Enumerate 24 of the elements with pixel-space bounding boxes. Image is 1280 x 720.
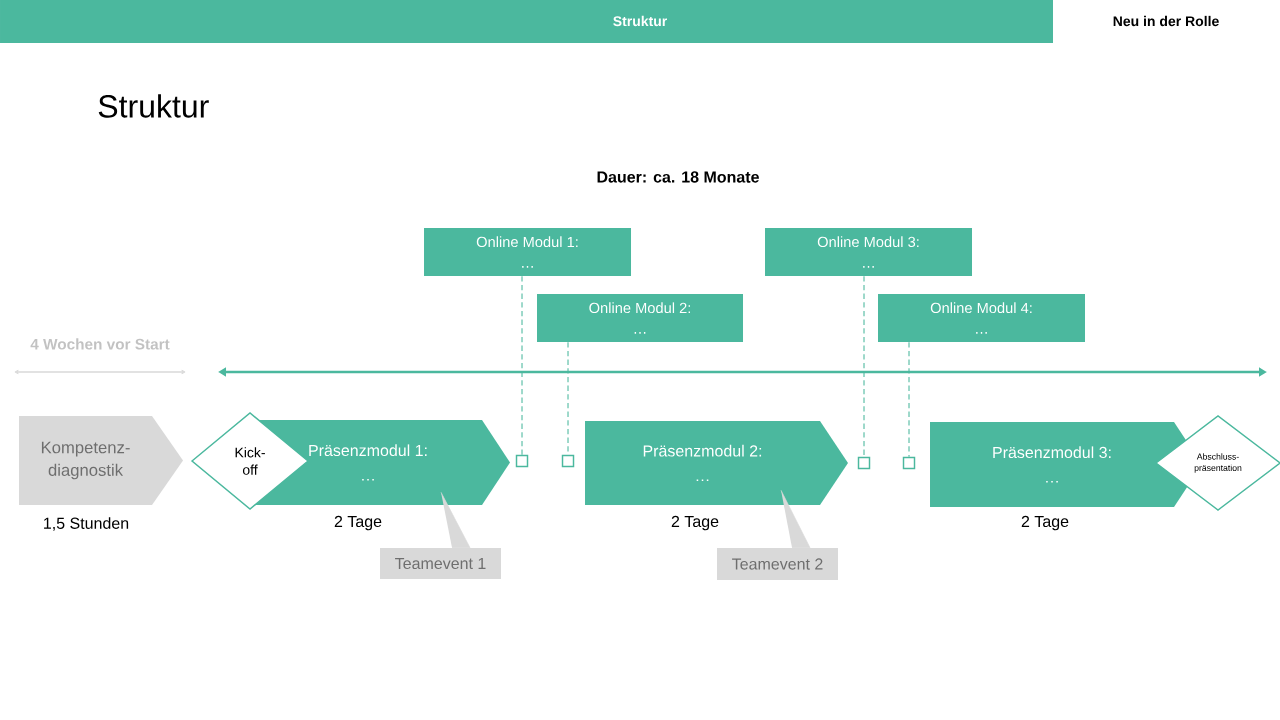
module-box: Online Modul 1: … xyxy=(424,228,631,276)
milestone-square xyxy=(902,456,916,470)
milestone-square xyxy=(561,454,575,468)
duration-label: 2 Tage xyxy=(334,515,382,531)
tab-label: Neu in der Rolle xyxy=(1113,15,1219,27)
header-band: Struktur xyxy=(0,0,1053,43)
dashed-line xyxy=(521,275,523,456)
dashed-line xyxy=(863,275,865,458)
chevron-box: Präsenzmodul 2: … xyxy=(585,421,848,505)
callout-pointer xyxy=(780,489,811,549)
dashed-line xyxy=(908,341,910,458)
duration-heading: Dauer: ca. 18 Monate xyxy=(597,171,759,183)
duration-label: 2 Tage xyxy=(1021,515,1069,531)
module-box: Online Modul 2: … xyxy=(537,294,743,342)
slide-title: Struktur xyxy=(98,94,209,118)
duration-label: 2 Tage xyxy=(671,515,719,531)
chevron-box: Kompetenz- diagnostik xyxy=(19,416,183,505)
module-box: Online Modul 4: … xyxy=(878,294,1085,342)
period-label: 4 Wochen vor Start xyxy=(30,338,170,350)
callout-pointer xyxy=(440,491,471,549)
duration-label: 1,5 Stunden xyxy=(44,517,129,531)
milestone-square xyxy=(515,454,529,468)
module-box: Online Modul 3: … xyxy=(765,228,972,276)
milestone-square xyxy=(857,456,871,470)
